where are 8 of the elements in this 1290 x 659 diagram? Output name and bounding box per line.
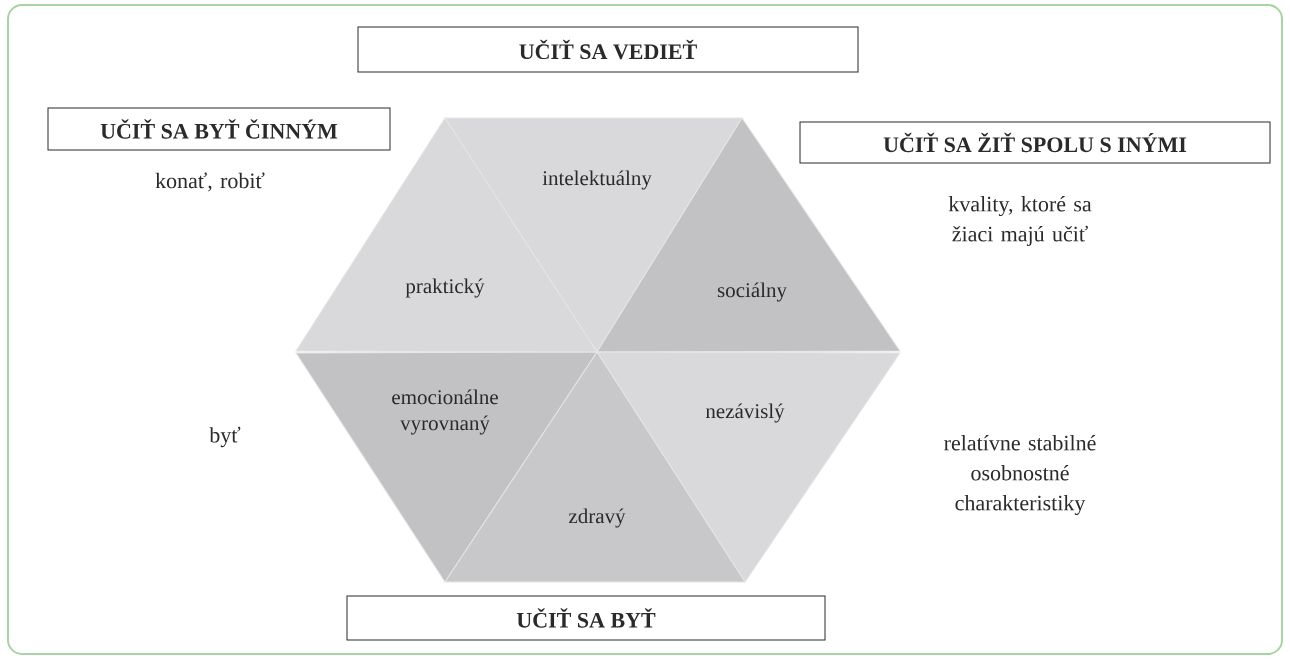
title-box: UČIŤ SA ŽIŤ SPOLU S INÝMI [799, 121, 1271, 164]
title-box: UČIŤ SA BYŤ [346, 595, 826, 641]
title-box: UČIŤ SA BYŤ ČINNÝM [47, 107, 391, 151]
note-text: kvality, ktoré sa žiaci majú učiť [948, 196, 1092, 246]
note-text: byť [209, 426, 241, 448]
note-text: relatívne stabilné osobnostné charakteristiky [944, 434, 1096, 516]
title-box: UČIŤ SA VEDIEŤ [357, 26, 859, 73]
note-text: konať, robiť [155, 172, 265, 192]
